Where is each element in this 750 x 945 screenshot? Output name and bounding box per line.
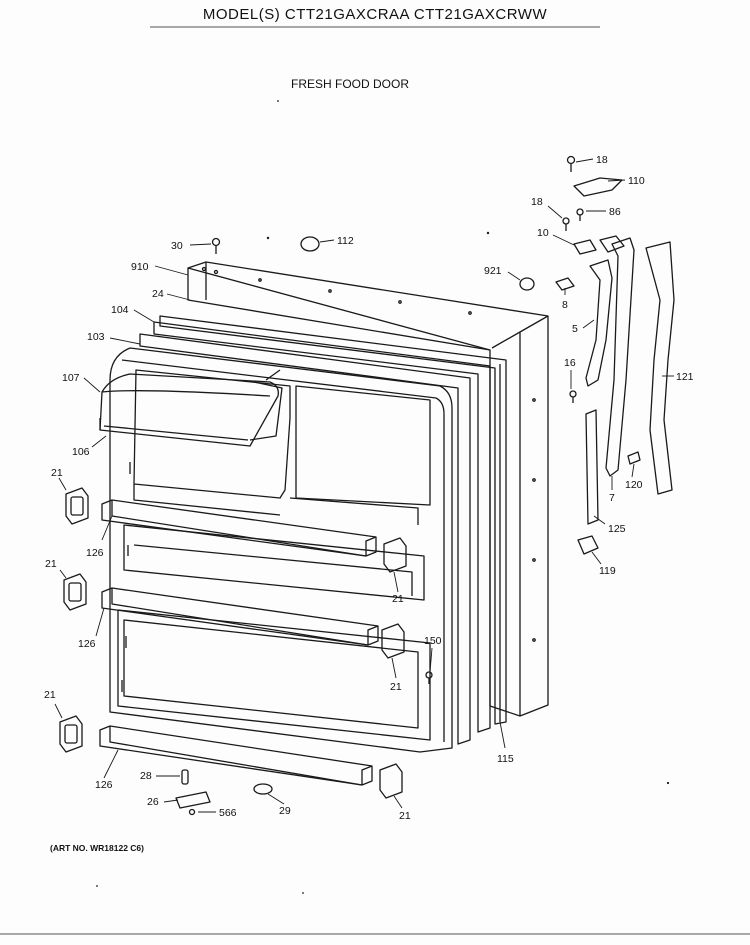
door-gasket xyxy=(159,315,507,725)
shelf-end-cap-right-1 xyxy=(383,537,407,573)
shelf-end-cap-left-1 xyxy=(65,487,89,525)
screw-18a xyxy=(566,155,576,172)
callout-labels: 18 110 18 86 10 30 112 910 921 24 8 104 … xyxy=(44,154,694,822)
shelf-end-cap-right-2 xyxy=(381,623,405,659)
callout-7: 7 xyxy=(609,492,615,504)
callout-21a: 21 xyxy=(51,467,63,479)
callout-5: 5 xyxy=(572,323,578,335)
callout-24: 24 xyxy=(152,288,164,300)
screw-86 xyxy=(576,208,584,221)
handle-trim-121 xyxy=(645,241,675,495)
callout-21b: 21 xyxy=(45,558,57,570)
callout-8: 8 xyxy=(562,299,568,311)
art-number: (ART NO. WR18122 C6) xyxy=(50,843,144,853)
callout-126b: 126 xyxy=(78,638,96,650)
callout-21f: 21 xyxy=(399,810,411,822)
callout-119: 119 xyxy=(599,565,616,577)
dairy-compartment-door xyxy=(99,369,283,447)
hinge-bracket-10 xyxy=(573,235,625,255)
hinge-pin-8 xyxy=(555,277,575,291)
callout-28: 28 xyxy=(140,770,152,782)
callout-26: 26 xyxy=(147,796,159,808)
shelf-end-cap-left-3 xyxy=(59,715,83,753)
callout-112: 112 xyxy=(337,235,354,247)
hinge-cover-110 xyxy=(573,177,623,197)
callout-21e: 21 xyxy=(44,689,56,701)
callout-110: 110 xyxy=(628,175,645,187)
screw-150 xyxy=(425,671,433,684)
plate-26 xyxy=(175,791,211,809)
screw-18b xyxy=(562,217,570,231)
callout-910: 910 xyxy=(131,261,149,273)
callout-115: 115 xyxy=(497,753,514,765)
door-shelf-upper xyxy=(101,499,377,557)
handle-rail-7 xyxy=(605,237,635,477)
scan-specks xyxy=(96,100,670,894)
callout-21c: 21 xyxy=(392,593,404,605)
diagram-subtitle: FRESH FOOD DOOR xyxy=(290,77,409,91)
callout-121: 121 xyxy=(676,371,694,383)
callout-16: 16 xyxy=(564,357,576,369)
callout-21d: 21 xyxy=(390,681,402,693)
door-shelf-middle xyxy=(101,587,379,646)
callout-126c: 126 xyxy=(95,779,113,791)
stopper-29 xyxy=(253,783,273,795)
breaker-strip xyxy=(153,321,491,733)
callout-18b: 18 xyxy=(531,196,543,208)
callout-103: 103 xyxy=(87,331,105,343)
callout-18a: 18 xyxy=(596,154,608,166)
callout-10: 10 xyxy=(537,227,549,239)
screw-30 xyxy=(211,237,221,254)
callout-126a: 126 xyxy=(86,547,104,559)
plug-112 xyxy=(300,236,320,252)
pin-28 xyxy=(181,769,189,785)
callout-125: 125 xyxy=(608,523,626,535)
screw-16 xyxy=(569,390,577,403)
callout-107: 107 xyxy=(62,372,80,384)
screw-566 xyxy=(188,808,196,816)
callout-29: 29 xyxy=(279,805,291,817)
callout-104: 104 xyxy=(111,304,129,316)
callout-30: 30 xyxy=(171,240,183,252)
outer-door-shell xyxy=(187,261,549,717)
callout-86: 86 xyxy=(609,206,621,218)
callout-120: 120 xyxy=(625,479,643,491)
callout-566: 566 xyxy=(219,807,237,819)
leader-lines xyxy=(54,158,674,813)
callout-106: 106 xyxy=(72,446,90,458)
trim-frame xyxy=(139,333,471,745)
handle-bracket-5 xyxy=(585,259,613,387)
inner-door-liner xyxy=(109,347,453,753)
door-shelf-lower xyxy=(99,725,373,786)
callout-150: 150 xyxy=(424,635,442,647)
end-cap-119 xyxy=(577,535,599,555)
model-title: MODEL(S) CTT21GAXCRAA CTT21GAXCRWW xyxy=(202,6,548,23)
shelf-end-cap-left-2 xyxy=(63,573,87,611)
callout-921: 921 xyxy=(484,265,502,277)
plug-921 xyxy=(519,277,535,291)
screw-120 xyxy=(627,451,641,465)
handle-strip-125 xyxy=(585,409,599,525)
shelf-end-cap-right-3 xyxy=(379,763,403,799)
